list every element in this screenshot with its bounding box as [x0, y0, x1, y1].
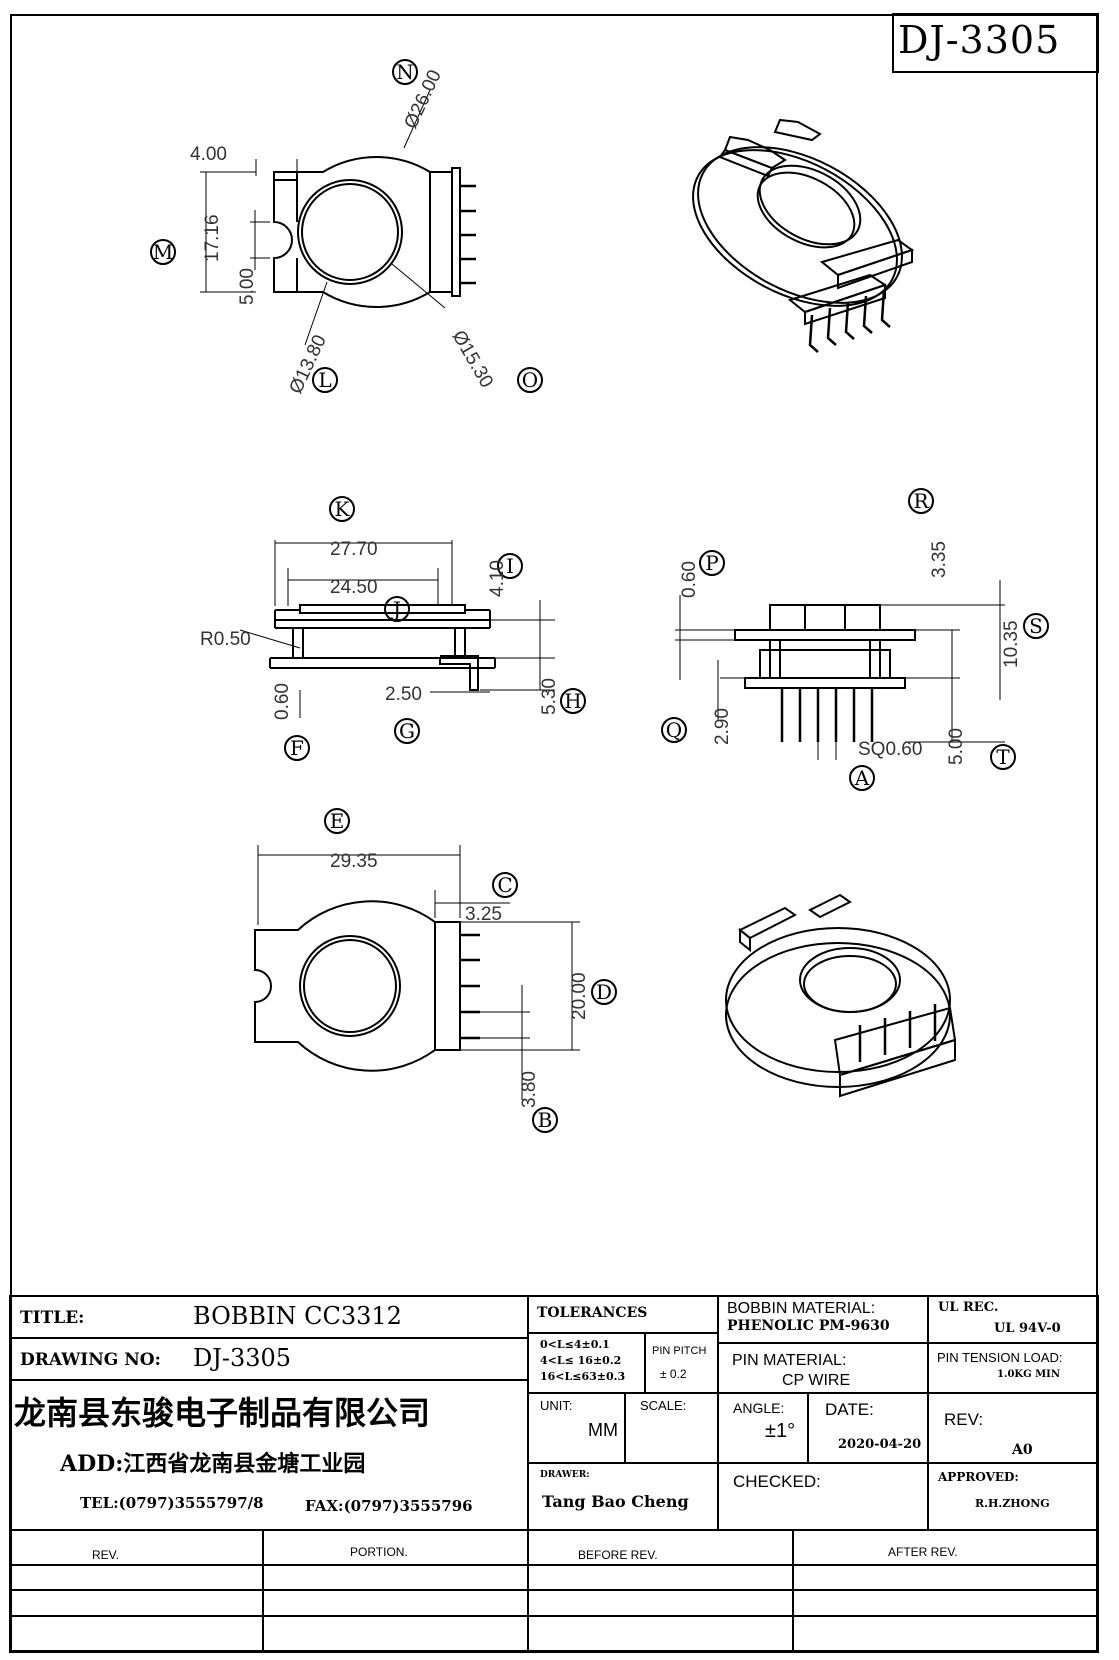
angle-label: ANGLE:	[733, 1400, 785, 1416]
drawer-label: DRAWER:	[540, 1470, 590, 1480]
company-tel: TEL:(0797)3555797/8	[80, 1494, 264, 1512]
date-value: 2020-04-20	[838, 1437, 922, 1452]
callout-labels: N M L O K I J H G F R P S Q A T E C D B	[153, 60, 1043, 1132]
callout-j: J	[391, 597, 401, 621]
side-view	[661, 488, 1049, 791]
callout-n: N	[396, 60, 414, 84]
dim-b-pitch: 3.80	[519, 1071, 540, 1108]
dim-h-height: 5.30	[539, 678, 560, 715]
callout-e: E	[330, 809, 345, 833]
dim-i-height: 4.10	[487, 560, 508, 597]
unit-label: UNIT:	[540, 1398, 573, 1413]
dim-k-inner: 24.50	[330, 577, 378, 598]
approved-label: APPROVED:	[938, 1470, 1019, 1484]
company-name: 龙南县东骏电子制品有限公司	[14, 1394, 431, 1432]
callout-l: L	[318, 368, 331, 392]
portion-header: PORTION.	[350, 1545, 408, 1559]
dim-radius: R0.50	[200, 629, 251, 650]
title-label: TITLE:	[20, 1308, 85, 1328]
scale-label: SCALE:	[640, 1398, 687, 1413]
callout-q: Q	[666, 718, 682, 742]
isometric-view-1	[692, 118, 915, 353]
tolerance-3: 16<L≤63±0.3	[540, 1370, 626, 1383]
dim-m-slot: 5.00	[237, 268, 258, 305]
pin-pitch-label: PIN PITCH	[652, 1345, 707, 1357]
rev-label: REV:	[944, 1410, 984, 1429]
tolerances-label: TOLERANCES	[537, 1305, 648, 1321]
callout-d: D	[596, 980, 612, 1004]
dim-e-width: 29.35	[330, 851, 378, 872]
callout-o: O	[522, 368, 538, 392]
callout-s: S	[1029, 614, 1043, 638]
callout-p: P	[705, 551, 718, 575]
callout-g: G	[399, 719, 415, 743]
bottom-view	[254, 808, 617, 1133]
dim-q-pin: 2.90	[712, 708, 733, 745]
callout-b: B	[538, 1108, 553, 1132]
date-label: DATE:	[825, 1400, 874, 1419]
callout-f: F	[290, 736, 304, 760]
drawer-value: Tang Bao Cheng	[542, 1492, 689, 1511]
callout-m: M	[153, 240, 173, 264]
drawing-number-box	[892, 13, 1099, 73]
unit-value: MM	[588, 1420, 618, 1440]
callout-i: I	[506, 554, 514, 578]
approved-value: R.H.ZHONG	[975, 1497, 1050, 1510]
bobbin-material-label: BOBBIN MATERIAL:	[727, 1300, 876, 1317]
angle-value: ±1°	[765, 1420, 796, 1442]
callout-a: A	[854, 766, 870, 790]
checked-label: CHECKED:	[733, 1472, 821, 1491]
after-rev-header: AFTER REV.	[888, 1545, 958, 1559]
ul-value: UL 94V-0	[994, 1321, 1061, 1336]
dim-c-width: 3.25	[465, 904, 502, 925]
dim-a-sq: SQ0.60	[858, 739, 922, 760]
callout-c: C	[497, 873, 512, 897]
ul-label: UL REC.	[938, 1300, 999, 1315]
pin-material-label: PIN MATERIAL:	[732, 1352, 847, 1369]
dim-m-height: 17.16	[202, 214, 223, 262]
dim-g-pin: 2.50	[385, 684, 422, 705]
rev-header: REV.	[92, 1548, 119, 1562]
pin-material-value: CP WIRE	[782, 1372, 851, 1389]
dim-p-thick: 0.60	[679, 561, 700, 598]
tolerance-2: 4<L≤ 16±0.2	[540, 1354, 622, 1367]
callout-h: H	[564, 689, 581, 713]
callout-k: K	[335, 497, 351, 521]
isometric-view-2	[725, 893, 957, 1098]
company-address: ADD:江西省龙南县金塘工业园	[60, 1451, 366, 1477]
pin-pitch-value: ± 0.2	[660, 1367, 687, 1381]
top-view	[150, 59, 543, 393]
drawing-number-box-text: DJ-3305	[898, 18, 1061, 62]
tolerance-1: 0<L≤4±0.1	[540, 1338, 610, 1351]
title-value: BOBBIN CC3312	[193, 1302, 402, 1330]
bobbin-material-value: PHENOLIC PM-9630	[727, 1318, 890, 1334]
dim-d-height: 20.00	[569, 972, 590, 1020]
dim-k-outer: 27.70	[330, 539, 378, 560]
dim-m-top: 4.00	[190, 144, 227, 165]
dim-t-pin: 5.00	[946, 728, 967, 765]
rev-value: A0	[1012, 1442, 1033, 1458]
title-block-lines	[9, 1295, 1099, 1653]
drawing-no-label: DRAWING NO:	[20, 1350, 161, 1370]
front-view	[239, 496, 586, 761]
company-fax: FAX:(0797)3555796	[305, 1497, 473, 1515]
callout-t: T	[996, 745, 1010, 769]
dim-o: Ø15.30	[448, 327, 497, 391]
dim-s-height: 10.35	[1001, 620, 1022, 668]
drawing-no-value: DJ-3305	[193, 1344, 292, 1372]
callout-r: R	[913, 489, 929, 513]
pin-tension-value: 1.0KG MIN	[997, 1369, 1060, 1380]
pin-tension-label: PIN TENSION LOAD:	[937, 1350, 1063, 1365]
dim-r-top: 3.35	[929, 541, 950, 578]
dim-f-thick: 0.60	[272, 683, 293, 720]
before-rev-header: BEFORE REV.	[578, 1548, 658, 1562]
